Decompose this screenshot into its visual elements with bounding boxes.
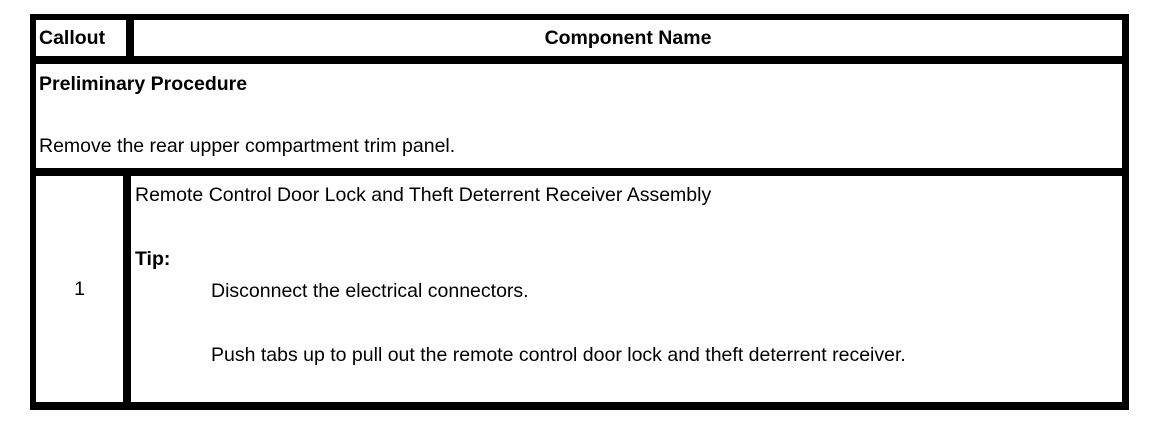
- header-component-name: Component Name: [544, 26, 712, 49]
- preliminary-title: Preliminary Procedure: [39, 73, 248, 95]
- preliminary-instruction: Remove the rear upper compartment trim p…: [39, 135, 456, 157]
- table-header-row: Callout Component Name: [36, 20, 1122, 64]
- blank-line: [135, 211, 1118, 243]
- callout-number: 1: [36, 176, 131, 402]
- table-row: 1 Remote Control Door Lock and Theft Det…: [36, 176, 1122, 402]
- blank-line: [39, 100, 1118, 131]
- tip-item: Disconnect the electrical connectors.: [211, 280, 529, 302]
- component-callout-table: Callout Component Name Preliminary Proce…: [30, 14, 1129, 410]
- tip-item: Push tabs up to pull out the remote cont…: [211, 344, 906, 366]
- component-name: Remote Control Door Lock and Theft Deter…: [135, 184, 712, 206]
- tip-label: Tip:: [135, 248, 171, 270]
- component-cell: Remote Control Door Lock and Theft Deter…: [131, 176, 1122, 402]
- preliminary-procedure-row: Preliminary Procedure Remove the rear up…: [36, 64, 1122, 176]
- blank-line: [135, 307, 1118, 339]
- header-callout: Callout: [36, 20, 134, 56]
